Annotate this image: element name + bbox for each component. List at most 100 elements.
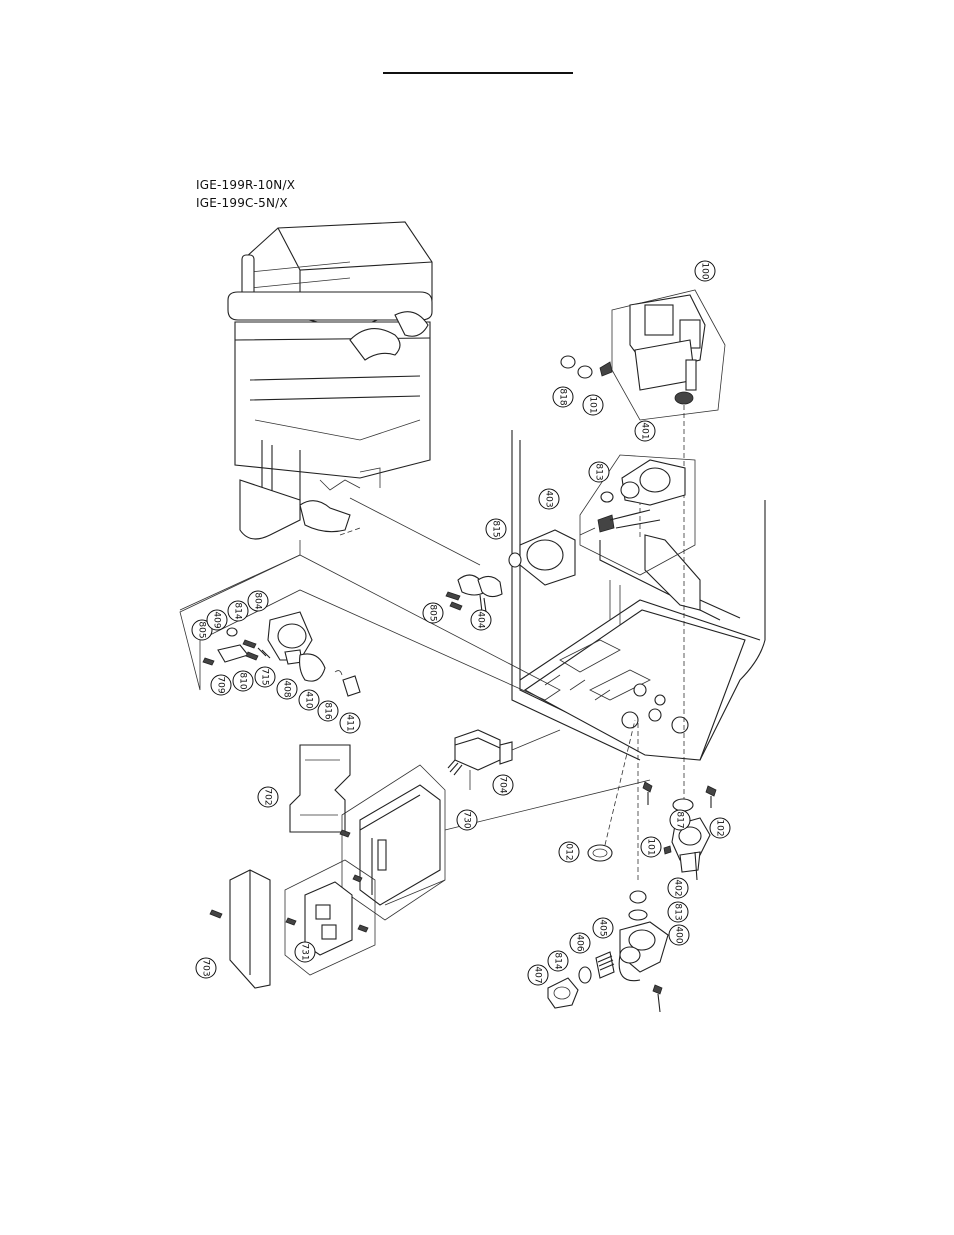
callout-label: 012 xyxy=(564,843,574,860)
callout-label: 731 xyxy=(300,943,310,960)
callout-balloon xyxy=(634,420,656,442)
callout-balloon xyxy=(339,712,361,734)
callout-balloon xyxy=(294,941,316,963)
callout-balloon xyxy=(257,786,279,808)
callout-balloon xyxy=(527,964,549,986)
callout-balloon xyxy=(422,602,444,624)
water-valve-102 xyxy=(642,781,717,881)
callout-label: 101 xyxy=(646,838,656,855)
callout-814: 814 xyxy=(227,600,249,622)
callout-balloon xyxy=(191,619,213,641)
cover-panel-703 xyxy=(209,869,271,989)
callout-label: 409 xyxy=(212,611,222,628)
callout-405: 405 xyxy=(592,917,614,939)
callout-balloon xyxy=(552,386,574,408)
callout-805: 805 xyxy=(191,619,213,641)
cabinet-chassis xyxy=(511,430,766,761)
callout-label: 100 xyxy=(700,262,710,279)
callout-815: 815 xyxy=(485,518,507,540)
callout-balloon xyxy=(668,924,690,946)
callout-balloon xyxy=(298,689,320,711)
callout-balloon xyxy=(669,809,691,831)
callout-709: 709 xyxy=(210,674,232,696)
heat-exchanger xyxy=(179,221,481,611)
callout-balloon xyxy=(588,461,610,483)
callout-805: 805 xyxy=(422,602,444,624)
model-number-2: IGE-199C-5N/X xyxy=(196,196,288,210)
callout-403: 403 xyxy=(538,488,560,510)
callout-012: 012 xyxy=(558,841,580,863)
callout-balloon xyxy=(276,678,298,700)
callout-label: 805 xyxy=(197,621,207,638)
callout-label: 101 xyxy=(588,396,598,413)
callout-balloon xyxy=(456,809,478,831)
callout-balloon xyxy=(210,674,232,696)
terminal-box-731 xyxy=(284,859,376,976)
model-number-1: IGE-199R-10N/X xyxy=(196,178,296,192)
callout-label: 406 xyxy=(575,934,585,951)
callout-balloon xyxy=(640,836,662,858)
callout-label: 814 xyxy=(233,602,243,619)
callout-label: 816 xyxy=(323,702,333,719)
callout-703: 703 xyxy=(195,957,217,979)
controller-pcb-730 xyxy=(339,764,651,921)
callout-label: 813 xyxy=(594,463,604,480)
bracket-702 xyxy=(289,744,351,833)
callout-label: 407 xyxy=(533,966,543,983)
callout-label: 818 xyxy=(558,388,568,405)
callout-816: 816 xyxy=(317,700,339,722)
callout-410: 410 xyxy=(298,689,320,711)
callout-balloon xyxy=(694,260,716,282)
callout-404: 404 xyxy=(470,609,492,631)
callout-balloon xyxy=(470,609,492,631)
callout-balloon xyxy=(232,670,254,692)
callout-400: 400 xyxy=(668,924,690,946)
callout-label: 817 xyxy=(675,811,685,828)
callout-label: 410 xyxy=(304,691,314,708)
callout-label: 709 xyxy=(216,676,226,693)
callout-layer: 100 818 101 401 813 403 815 805 404 805 409 814 804 7… xyxy=(191,260,731,986)
callout-balloon xyxy=(569,932,591,954)
callout-100: 100 xyxy=(694,260,716,282)
callout-balloon xyxy=(538,488,560,510)
callout-label: 400 xyxy=(674,926,684,943)
callout-102: 102 xyxy=(709,817,731,839)
callout-label: 404 xyxy=(476,611,486,628)
callout-818: 818 xyxy=(552,386,574,408)
callout-401: 401 xyxy=(634,420,656,442)
callout-702: 702 xyxy=(257,786,279,808)
callout-715: 715 xyxy=(254,666,276,688)
callout-label: 730 xyxy=(462,811,472,828)
callout-balloon xyxy=(547,950,569,972)
callout-label: 102 xyxy=(715,819,725,836)
callout-label: 815 xyxy=(491,520,501,537)
callout-balloon xyxy=(492,774,514,796)
callout-label: 805 xyxy=(428,604,438,621)
callout-402: 402 xyxy=(667,877,689,899)
callout-label: 408 xyxy=(282,680,292,697)
title-underline xyxy=(383,72,573,74)
callout-balloon xyxy=(247,590,269,612)
callout-label: 702 xyxy=(263,788,273,805)
callout-814: 814 xyxy=(547,950,569,972)
callout-411: 411 xyxy=(339,712,361,734)
callout-731: 731 xyxy=(294,941,316,963)
callout-813: 813 xyxy=(588,461,610,483)
callout-balloon xyxy=(667,901,689,923)
callout-balloon xyxy=(667,877,689,899)
callout-label: 703 xyxy=(201,959,211,976)
callout-balloon xyxy=(582,394,604,416)
grommet-012 xyxy=(587,719,639,880)
callout-817: 817 xyxy=(669,809,691,831)
callout-label: 814 xyxy=(553,952,563,969)
clamp-404 xyxy=(445,574,503,613)
callout-804: 804 xyxy=(247,590,269,612)
callout-balloon xyxy=(485,518,507,540)
callout-810: 810 xyxy=(232,670,254,692)
callout-balloon xyxy=(592,917,614,939)
callout-label: 813 xyxy=(673,903,683,920)
callout-label: 411 xyxy=(345,714,355,731)
callout-730: 730 xyxy=(456,809,478,831)
callout-balloon xyxy=(558,841,580,863)
